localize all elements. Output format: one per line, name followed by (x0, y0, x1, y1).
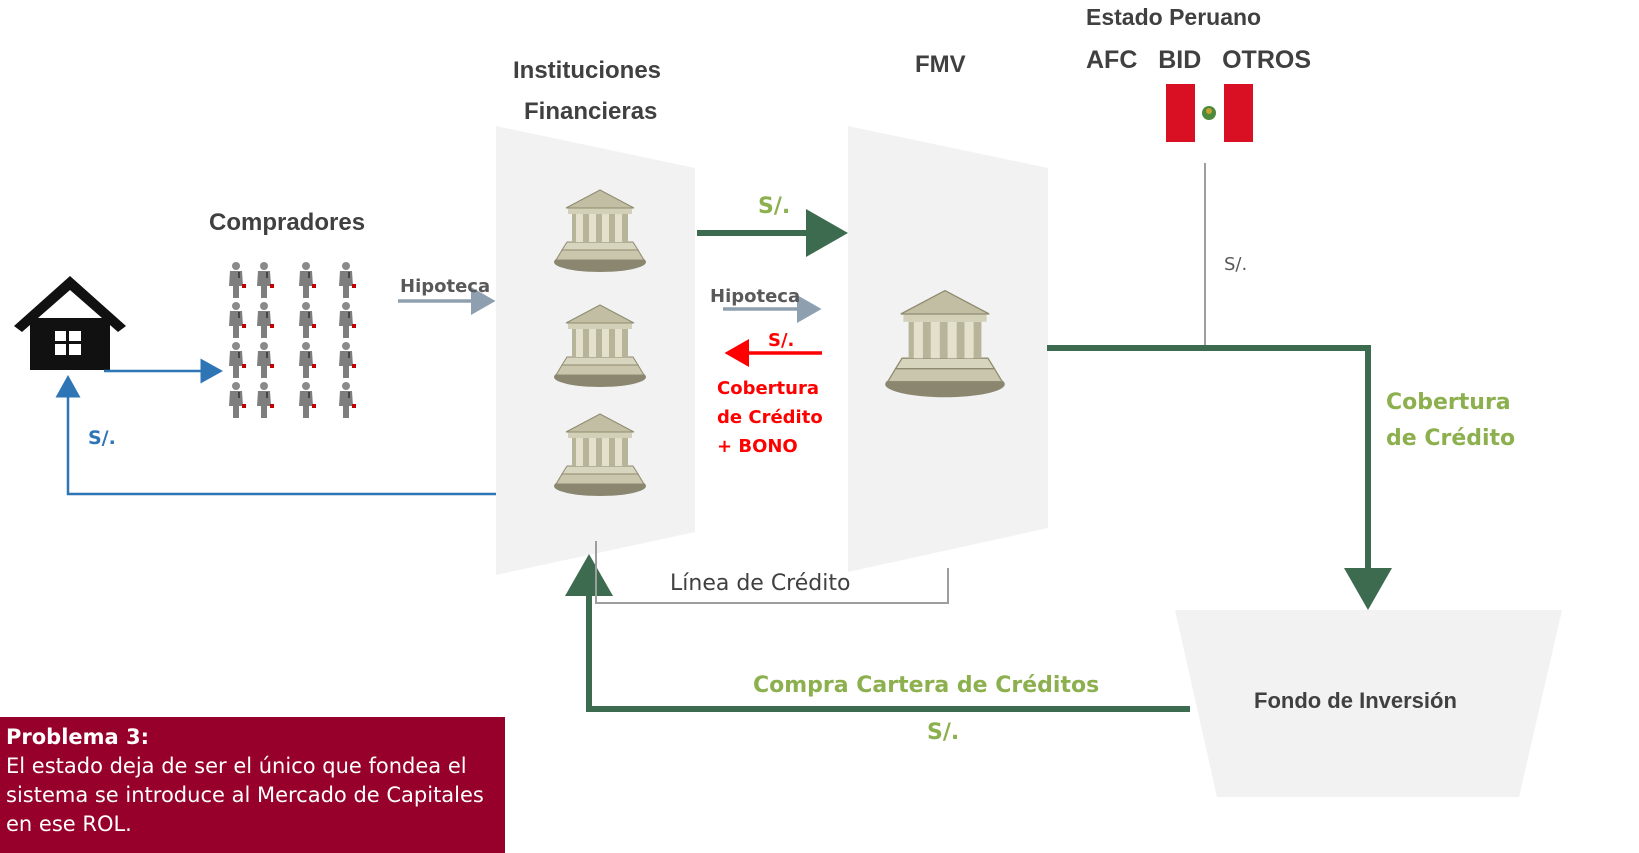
fmv-label: FMV (915, 51, 966, 78)
fondo-to-instituciones-arrow (565, 554, 1190, 712)
peru-flag-icon (1166, 84, 1253, 142)
hipoteca-mid-label: Hipoteca (710, 286, 801, 307)
loan-to-house-arrow (55, 375, 496, 496)
linea-credito-bracket (595, 541, 949, 604)
soles-bottom-label: S/. (927, 720, 960, 745)
fmv-to-fondo-arrow (1047, 345, 1392, 610)
soles-blue-label: S/. (88, 427, 116, 449)
linea-credito-label: Línea de Crédito (670, 571, 851, 596)
instituciones-label-1: Instituciones (513, 57, 662, 84)
funders-label: AFC BID OTROS (1086, 46, 1311, 74)
cobertura-red-2: de Crédito (717, 407, 823, 428)
people-icon (229, 262, 356, 418)
hipoteca-left-label: Hipoteca (400, 276, 491, 297)
soles-red-label: S/. (768, 330, 795, 351)
cobertura-red-3: + BONO (717, 436, 798, 457)
soles-state-label: S/. (1224, 254, 1248, 275)
house-icon (14, 276, 126, 370)
problem-note: Problema 3: El estado deja de ser el úni… (0, 717, 505, 853)
problem-note-body: El estado deja de ser el único que fonde… (6, 754, 484, 836)
compradores-label: Compradores (209, 209, 366, 236)
cobertura-green-2: de Crédito (1386, 426, 1516, 451)
compra-cartera-label: Compra Cartera de Créditos (753, 673, 1100, 698)
cobertura-green-1: Cobertura (1386, 390, 1511, 415)
fondo-panel (1175, 610, 1562, 797)
soles-top-label: S/. (758, 194, 791, 219)
instituciones-label-2: Financieras (524, 98, 658, 125)
problem-note-title: Problema 3: (6, 725, 150, 749)
cobertura-red-1: Cobertura (717, 378, 819, 399)
estado-peruano-label: Estado Peruano (1086, 4, 1262, 30)
fondo-inversion-label: Fondo de Inversión (1254, 688, 1457, 713)
